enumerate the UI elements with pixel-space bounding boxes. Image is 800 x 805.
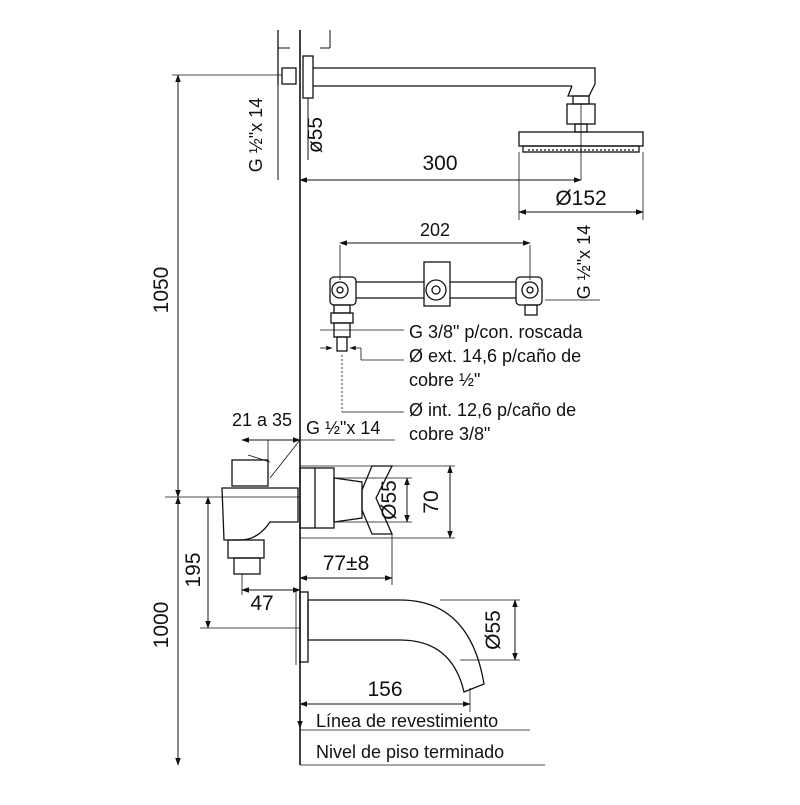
dim-valve-spacing: 202 — [339, 220, 531, 280]
dim-shower-arm-label: 300 — [422, 152, 457, 175]
dim-mixer-height-label: 195 — [182, 552, 205, 587]
dim-top-thread-label: G ½"x 14 — [246, 98, 266, 172]
dim-inlet-thread: G ½"x 14 — [269, 418, 395, 479]
dim-shower-head-label: Ø152 — [555, 187, 606, 210]
dim-spout-height: 1000 — [150, 496, 300, 766]
dim-valve-thread-label: G ½"x 14 — [574, 225, 594, 299]
connection-leaders — [320, 329, 404, 413]
dim-shower-arm: 300 — [299, 104, 644, 220]
dim-shower-head: Ø152 — [518, 187, 644, 215]
top-thread-ticks — [278, 30, 331, 49]
note-connection-2a: Ø ext. 14,6 p/caño de — [409, 346, 581, 366]
dim-inlet-offset: 47 — [241, 574, 301, 615]
dim-spout-length-label: 156 — [367, 678, 402, 701]
note-connection-1: G 3/8" p/con. roscada — [409, 322, 583, 342]
dim-mixer-rosette-label: Ø55 — [378, 480, 401, 520]
dim-mixer-rosette: Ø55 — [334, 477, 412, 523]
shower-arm — [277, 30, 596, 133]
legend-floor-line: Nivel de piso terminado — [316, 742, 504, 762]
connection-notes: G 3/8" p/con. roscada Ø ext. 14,6 p/caño… — [409, 322, 583, 444]
dim-spout-height-label: 1000 — [150, 602, 173, 649]
dim-wall-flange-label: ø55 — [304, 117, 327, 153]
dim-wall-depth-label: 21 a 35 — [232, 410, 292, 430]
dim-total-height-label: 1050 — [150, 267, 173, 314]
dim-valve-thread: G ½"x 14 — [545, 225, 600, 301]
dim-handle-projection: 77±8 — [299, 534, 393, 585]
dim-inlet-thread-label: G ½"x 14 — [306, 418, 380, 438]
dim-inlet-offset-label: 47 — [250, 592, 273, 615]
dim-handle-projection-label: 77±8 — [323, 552, 370, 575]
dim-mixer-body: 70 — [300, 465, 455, 539]
legend-finish-line: Línea de revestimiento — [316, 711, 498, 731]
dim-spout-length: 156 — [299, 678, 471, 712]
legend: Línea de revestimiento Nivel de piso ter… — [297, 710, 545, 766]
dim-top-thread: G ½"x 14 — [246, 85, 279, 180]
dim-valve-spacing-label: 202 — [420, 220, 450, 240]
spout — [299, 591, 485, 693]
dim-wall-depth: 21 a 35 — [232, 410, 301, 463]
dim-spout-diameter-label: Ø55 — [482, 610, 505, 650]
dim-wall-flange: ø55 — [304, 98, 327, 160]
dim-total-height: 1050 — [150, 74, 282, 498]
dim-spout-diameter: Ø55 — [440, 599, 520, 661]
dim-mixer-body-label: 70 — [420, 490, 443, 513]
dim-mixer-height: 195 — [182, 496, 300, 629]
valve-block — [329, 261, 543, 352]
note-connection-2b: cobre ½" — [409, 370, 480, 390]
note-connection-3b: cobre 3/8" — [409, 424, 490, 444]
note-connection-3a: Ø int. 12,6 p/caño de — [409, 400, 576, 420]
